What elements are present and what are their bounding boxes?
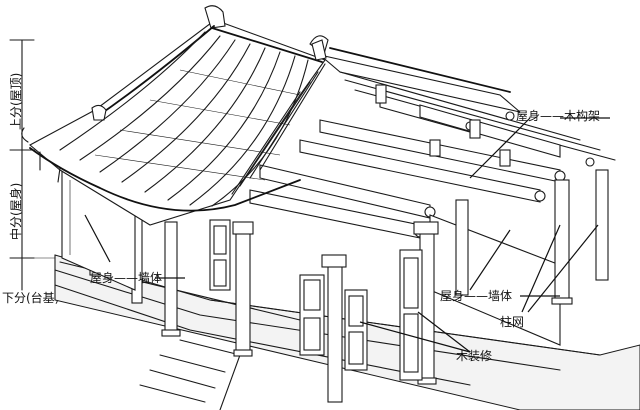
callout-column-grid: 柱网 [500,314,524,329]
main-roof [21,5,327,226]
callout-timber-frame: 屋身——木构架 [516,108,600,123]
label-middle-body: 中分(屋身) [8,183,23,240]
callout-wall-right: 屋身——墙体 [440,288,512,303]
callout-wall-left: 屋身——墙体 [90,270,162,285]
label-upper-roof: 上分(屋顶) [9,73,23,130]
wood-trim [209,219,423,381]
label-lower-platform: 下分(台基) [2,290,59,305]
callout-wood-trim: 木装修 [456,348,492,363]
leader-lines [84,117,610,353]
column-grid [89,169,609,403]
